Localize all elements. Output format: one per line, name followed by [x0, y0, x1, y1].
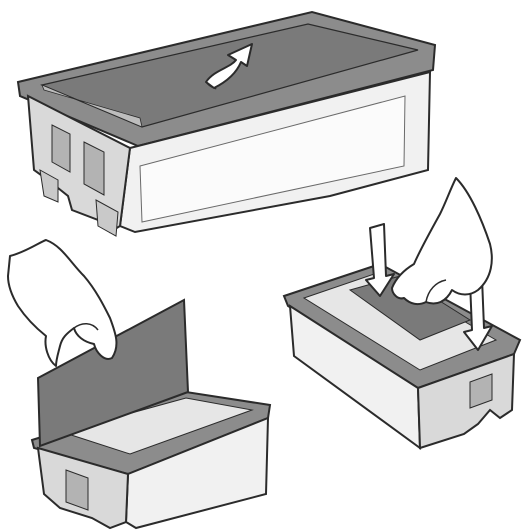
box-1-left-slot-a: [51, 124, 71, 173]
hand-pressing: [391, 177, 493, 306]
box-2-interior: [60, 397, 254, 455]
box-2-peeled-tape: [36, 298, 190, 448]
panel-1-covered-box: [16, 10, 437, 237]
hand-peeling-finger-line: [73, 323, 99, 331]
curved-peel-arrow-icon: [205, 43, 253, 90]
box-3-right-slot: [469, 373, 493, 409]
box-1-front-panel: [139, 95, 406, 223]
panel-2-peeling: [7, 239, 272, 530]
box-2-left-slot: [65, 469, 89, 511]
hand-peeling: [7, 239, 118, 367]
panel-3-pressing: [282, 177, 522, 451]
box-1-right-foot: [95, 199, 119, 237]
down-arrow-icon: [365, 223, 395, 297]
hand-pressing-finger-line: [425, 279, 447, 303]
box-1-tape-strip: [41, 84, 143, 128]
box-1-left-foot: [39, 169, 59, 203]
box-1-left-slot-b: [83, 141, 105, 196]
